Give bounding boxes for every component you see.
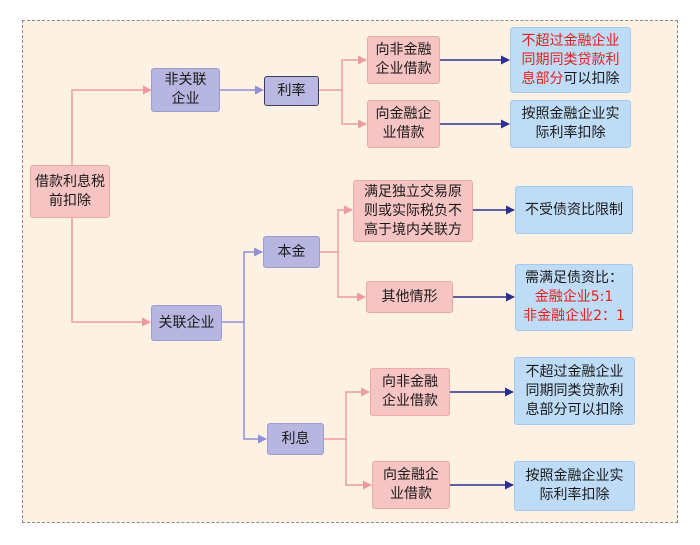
node-unrelated-nonfin: 向非金融企业借款	[367, 36, 440, 84]
node-unrelated-nonfin-result: 不超过金融企业同期同类贷款利息部分可以扣除	[510, 27, 631, 93]
edge-root-unrelated	[71, 85, 152, 165]
node-independent: 满足独立交易原则或实际税负不高于境内关联方	[353, 180, 473, 242]
debt-ratio-nonfinancial: 非金融企业2：1	[523, 308, 625, 324]
node-principal-label: 本金	[277, 243, 306, 260]
node-related-fin: 向金融企业借款	[372, 461, 450, 509]
node-related-label: 关联企业	[158, 314, 215, 331]
debt-ratio-heading: 需满足债资比：	[524, 270, 623, 286]
edge-principal-other	[337, 252, 366, 302]
node-related-fin-result-label: 按照金融企业实际利率扣除	[525, 468, 624, 503]
node-other-label: 其他情形	[381, 288, 438, 305]
node-unrelated-nonfin-label: 向非金融企业借款	[375, 42, 432, 77]
debt-ratio-financial: 金融企业5:1	[534, 289, 614, 305]
node-interest-rate-label: 利率	[277, 82, 306, 99]
result-normal-text: 可以扣除	[563, 70, 620, 87]
node-unrelated-fin-label: 向金融企业借款	[375, 106, 432, 141]
node-other: 其他情形	[366, 281, 453, 313]
node-independent-label: 满足独立交易原则或实际税负不高于境内关联方	[364, 183, 462, 238]
node-principal: 本金	[263, 236, 320, 268]
node-unrelated: 非关联企业	[151, 68, 220, 112]
result-highlight-text: 不超过金融企业同期同类贷款利息部分	[521, 32, 620, 87]
node-unrelated-fin-result: 按照金融企业实际利率扣除	[510, 100, 631, 148]
node-interest: 利息	[267, 423, 324, 455]
edge-related-principal	[222, 247, 263, 323]
node-related-nonfin-result: 不超过金融企业同期同类贷款利息部分可以扣除	[514, 357, 635, 425]
edge-principal-independent	[320, 205, 353, 253]
node-unrelated-fin-result-label: 按照金融企业实际利率扣除	[521, 106, 620, 141]
edge-interest-fin	[345, 439, 372, 490]
node-interest-rate: 利率	[264, 76, 319, 106]
node-root: 借款利息税前扣除	[30, 165, 110, 218]
edge-interest-nonfin	[324, 387, 370, 440]
node-related-fin-label: 向金融企业借款	[383, 467, 439, 502]
edge-rate-nonfin	[319, 55, 367, 91]
node-unrelated-label: 非关联企业	[164, 72, 207, 107]
node-interest-label: 利息	[281, 430, 310, 447]
node-related-fin-result: 按照金融企业实际利率扣除	[514, 461, 635, 511]
node-other-result: 需满足债资比： 金融企业5:1 非金融企业2：1	[515, 264, 633, 331]
edge-root-related	[71, 218, 151, 327]
node-unrelated-fin: 向金融企业借款	[367, 100, 440, 148]
node-independent-result: 不受债资比限制	[515, 186, 633, 234]
node-independent-result-label: 不受债资比限制	[525, 201, 623, 218]
node-related-nonfin: 向非金融企业借款	[370, 368, 450, 416]
node-related: 关联企业	[151, 305, 222, 341]
edge-related-interest	[243, 322, 267, 444]
edge-rate-fin	[341, 90, 367, 129]
node-related-nonfin-label: 向非金融企业借款	[382, 374, 438, 409]
node-related-nonfin-result-label: 不超过金融企业同期同类贷款利息部分可以扣除	[525, 363, 624, 418]
node-root-label: 借款利息税前扣除	[35, 173, 105, 209]
